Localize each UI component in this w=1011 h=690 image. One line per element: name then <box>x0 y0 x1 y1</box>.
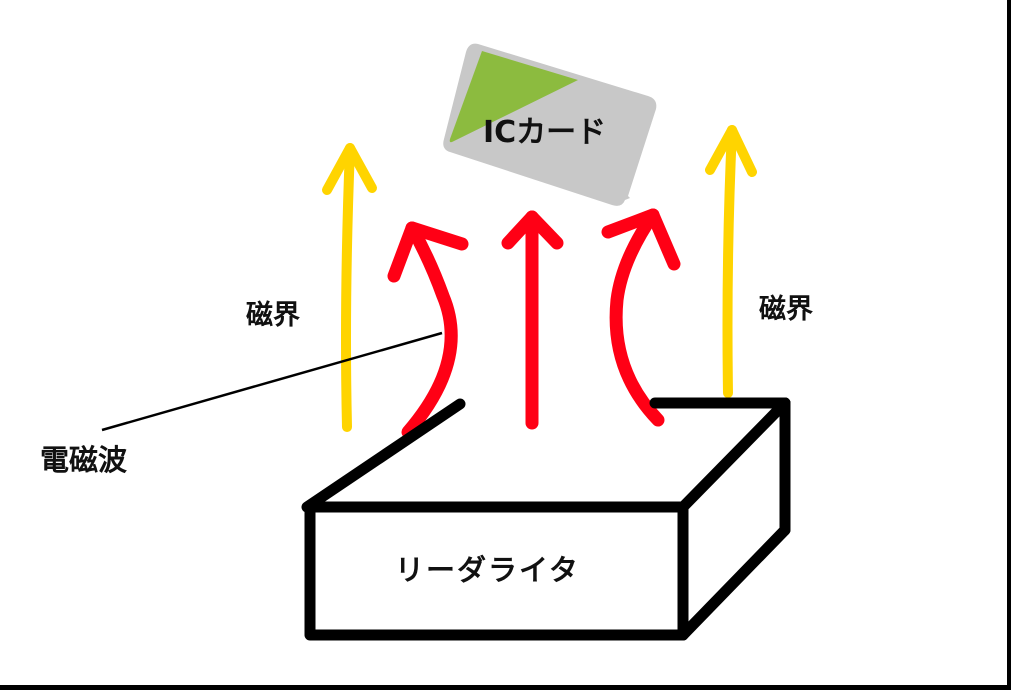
magnetic-field-left-label: 磁界 <box>246 300 300 331</box>
magnetic-field-left-arrow-icon <box>322 143 377 432</box>
ic-card-label: ICカード <box>483 115 607 150</box>
magnetic-field-right-label: 磁界 <box>759 294 813 325</box>
wave-leader-line <box>101 331 443 432</box>
wave-right-arrow-icon <box>601 208 681 427</box>
frame-border-right <box>1007 0 1011 690</box>
wave-center-arrow-icon <box>501 210 564 430</box>
reader-writer-label: リーダライタ <box>395 553 580 587</box>
ic-card <box>443 43 657 206</box>
electromagnetic-wave-label: 電磁波 <box>40 443 128 477</box>
wave-left-arrow-icon <box>387 221 469 439</box>
reader-box <box>301 397 791 641</box>
magnetic-field-right-arrow-icon <box>705 125 757 398</box>
frame-border-bottom <box>0 685 1011 690</box>
